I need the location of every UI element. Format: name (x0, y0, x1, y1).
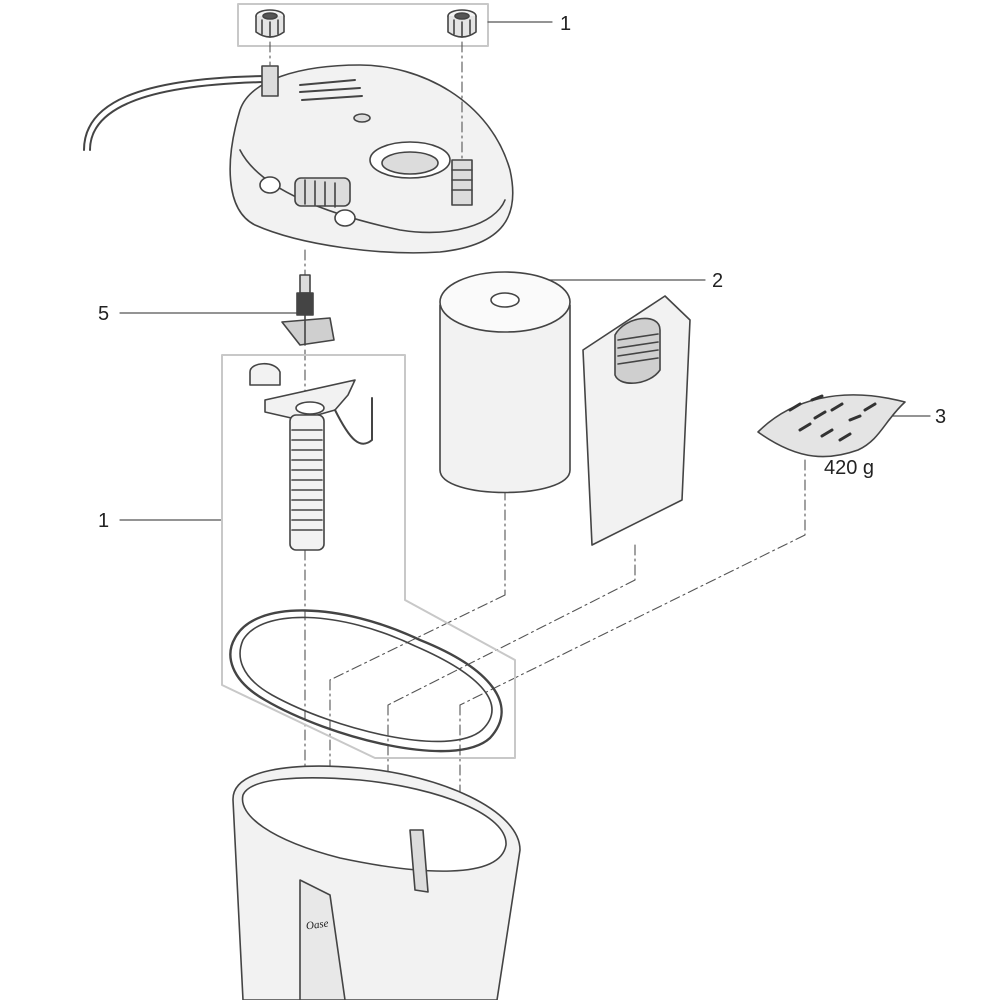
callout-foam-filter: 2 (712, 270, 724, 292)
callout-riser-group: 1 (98, 510, 110, 532)
callout-screws-group: 1 (560, 13, 572, 35)
screw-group-box (237, 3, 489, 47)
foam-cylinder (439, 271, 571, 494)
riser-tube (249, 362, 373, 551)
pump-head (83, 64, 514, 254)
riser-group-box (221, 354, 516, 759)
filter-canister (232, 765, 521, 1000)
media-bag (757, 394, 906, 458)
impeller (281, 274, 335, 346)
callout-filter-media: 3 (935, 406, 947, 428)
screw-cap-right (447, 9, 477, 38)
filter-plate (582, 295, 691, 546)
gasket-ring (229, 609, 503, 753)
media-weight-label: 420 g (824, 457, 875, 479)
screw-cap-left (255, 9, 285, 38)
callout-impeller: 5 (98, 303, 110, 325)
